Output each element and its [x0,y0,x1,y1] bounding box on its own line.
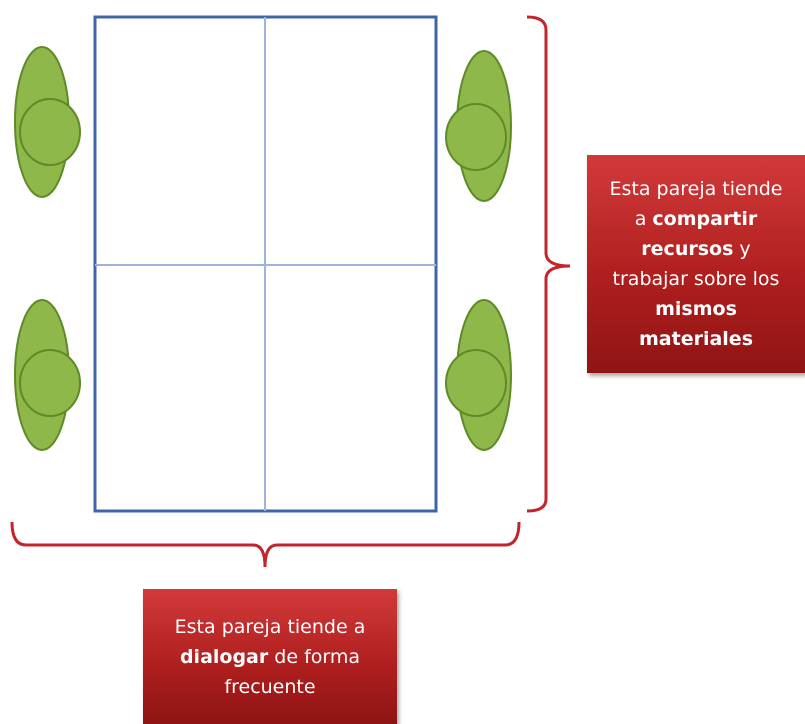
right-bracket [526,15,571,513]
callout-right-line-6: materiales [639,328,753,350]
callout-bottom-line-3: frecuente [224,675,316,698]
person-left-bottom [14,299,81,451]
callout-dialogue: Esta pareja tiende a dialogar de forma f… [143,589,397,724]
callout-share-resources: Esta pareja tiende a compartir recursos … [587,155,805,373]
person-right-top [445,50,512,202]
callout-right-line-1: Esta pareja tiende [609,178,783,200]
callout-right-line-2: a compartir [634,208,758,230]
bottom-bracket [10,521,521,568]
person-right-bottom [445,299,512,451]
callout-bottom-line-2: dialogar de forma [179,645,361,668]
callout-right-line-5: mismos [655,298,737,320]
callout-right-line-4: trabajar sobre los [612,268,780,290]
callout-right-line-3: recursos y [641,238,751,260]
person-left-top [14,46,81,198]
callout-bottom-line-1: Esta pareja tiende a [174,615,366,638]
